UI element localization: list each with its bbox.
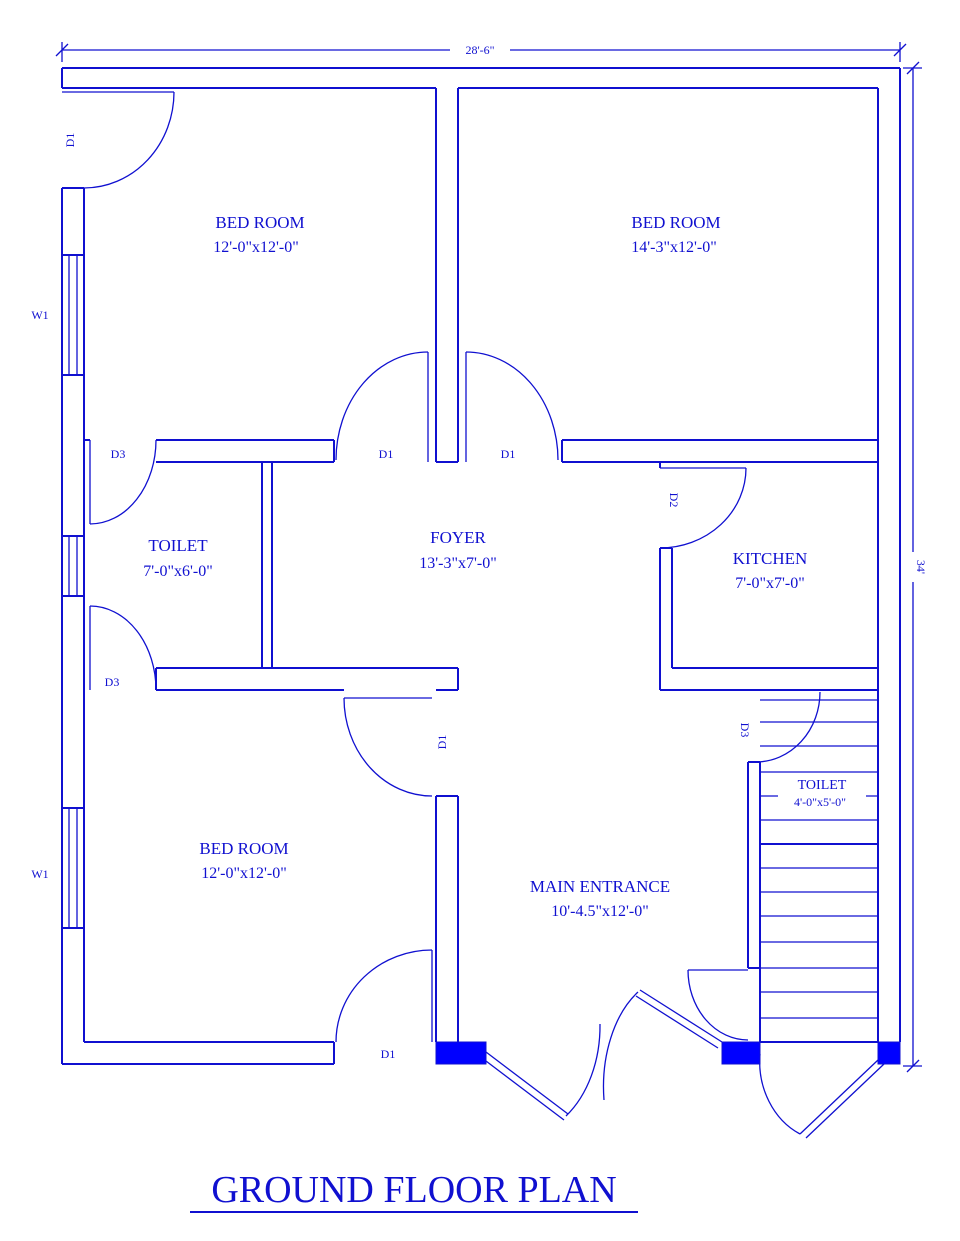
room-name: TOILET	[148, 536, 208, 555]
room-size: 4'-0"x5'-0"	[794, 795, 846, 809]
column-entrance-right	[721, 1041, 761, 1065]
room-name: BED ROOM	[631, 213, 720, 232]
door-tag-d3: D3	[105, 675, 120, 689]
room-name: BED ROOM	[199, 839, 288, 858]
column-entrance-left	[435, 1041, 487, 1065]
width-dimension-label: 28'-6"	[465, 43, 494, 57]
door-tag-d2: D2	[667, 493, 681, 508]
door-tag-d1: D1	[501, 447, 516, 461]
room-size: 12'-0"x12'-0"	[201, 865, 286, 882]
outer-walls	[61, 67, 901, 1065]
room-name: MAIN ENTRANCE	[530, 877, 670, 896]
room-size: 13'-3"x7'-0"	[419, 555, 496, 572]
window-tag-w1: W1	[31, 867, 48, 881]
room-size: 7'-0"x6'-0"	[143, 563, 212, 580]
door-tag-d1: D1	[379, 447, 394, 461]
room-size: 10'-4.5"x12'-0"	[551, 903, 648, 920]
window-toilet	[62, 535, 84, 597]
depth-dimension-label: 34'	[914, 560, 928, 574]
door-tag-d3: D3	[738, 723, 752, 738]
door-tag-d1: D1	[63, 133, 77, 148]
door-tag-d3: D3	[111, 447, 126, 461]
window-w1-upper	[62, 254, 84, 376]
room-size: 7'-0"x7'-0"	[735, 575, 804, 592]
window-w1-lower	[62, 807, 84, 929]
interior-walls	[84, 88, 878, 1043]
door-tag-d1: D1	[381, 1047, 396, 1061]
rear-entrance-door	[759, 1053, 885, 1139]
column-corner	[877, 1041, 901, 1065]
room-name: FOYER	[430, 528, 486, 547]
depth-dimension: 34'	[903, 61, 928, 1073]
room-size: 14'-3"x12'-0"	[631, 239, 716, 256]
door-tag-d1: D1	[435, 735, 449, 750]
width-dimension: 28'-6"	[55, 42, 907, 62]
main-entrance-door	[481, 989, 723, 1121]
plan-title: GROUND FLOOR PLAN	[211, 1169, 616, 1211]
room-name: KITCHEN	[733, 549, 808, 568]
stair-treads	[760, 699, 878, 1019]
room-name: TOILET	[798, 778, 847, 793]
door-swings	[62, 91, 821, 1043]
window-tag-w1: W1	[31, 308, 48, 322]
room-name: BED ROOM	[215, 213, 304, 232]
room-size: 12'-0"x12'-0"	[213, 239, 298, 256]
